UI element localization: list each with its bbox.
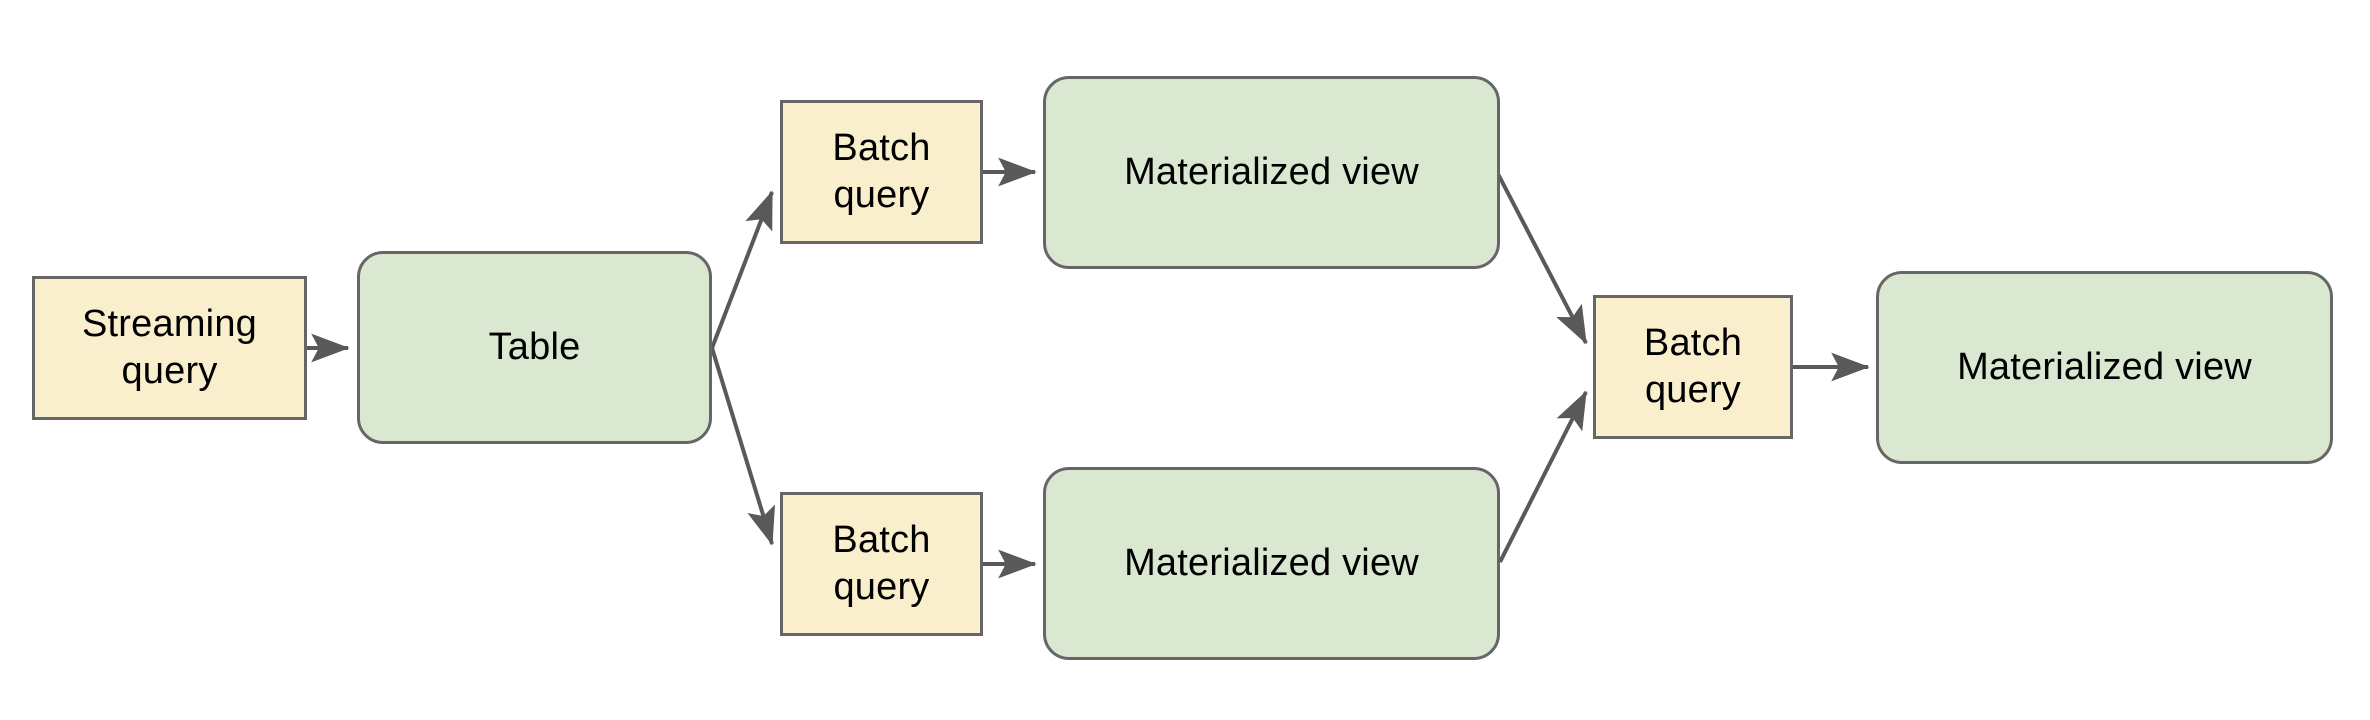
node-batch-query-bottom[interactable]: Batch query	[780, 492, 983, 636]
node-streaming-query[interactable]: Streaming query	[32, 276, 307, 420]
node-batch-query-top-label: Batch query	[832, 126, 931, 217]
edge-materialized-view-bottom-to-batch-query-merge	[1498, 390, 1588, 563]
node-materialized-view-bottom[interactable]: Materialized view	[1043, 467, 1500, 660]
node-materialized-view-top[interactable]: Materialized view	[1043, 76, 1500, 269]
node-batch-query-merge-label: Batch query	[1643, 321, 1743, 412]
node-batch-query-bottom-label: Batch query	[832, 518, 931, 609]
edge-table-to-batch-query-top	[710, 190, 774, 349]
node-materialized-view-final-label: Materialized view	[1957, 345, 2252, 388]
edge-materialized-view-top-to-batch-query-merge	[1495, 171, 1588, 345]
edge-table-to-batch-query-bottom	[710, 347, 775, 546]
node-streaming-query-label: Streaming query	[82, 302, 257, 393]
node-batch-query-top[interactable]: Batch query	[780, 100, 983, 244]
node-materialized-view-bottom-label: Materialized view	[1124, 541, 1419, 584]
node-materialized-view-final[interactable]: Materialized view	[1876, 271, 2333, 464]
node-materialized-view-top-label: Materialized view	[1124, 150, 1419, 193]
node-table-label: Table	[488, 325, 581, 368]
node-batch-query-merge[interactable]: Batch query	[1593, 295, 1793, 439]
node-table[interactable]: Table	[357, 251, 712, 444]
